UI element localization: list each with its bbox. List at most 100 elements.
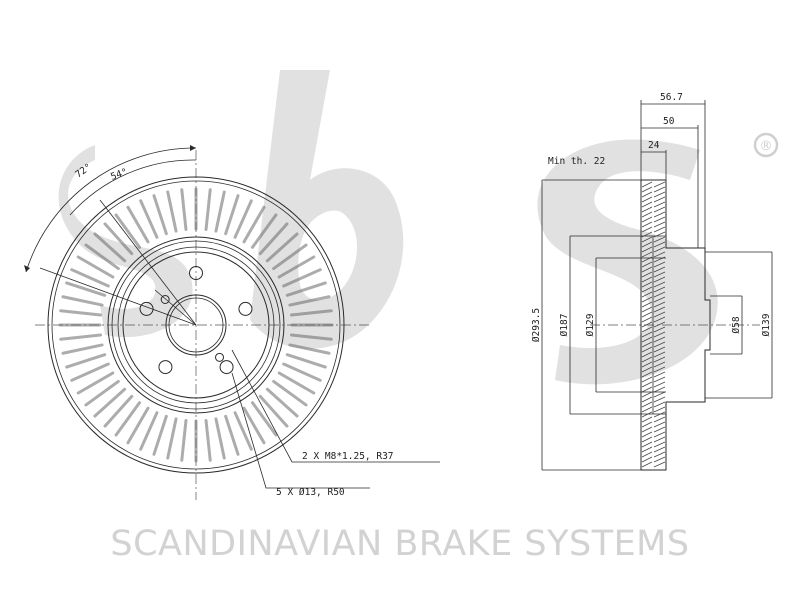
hatch-line xyxy=(653,381,666,388)
hatch-line xyxy=(641,286,653,293)
vent-slot xyxy=(282,268,322,288)
vent-slot xyxy=(265,387,299,418)
vent-slot xyxy=(250,213,278,249)
vent-slot xyxy=(126,205,150,244)
hatch-line xyxy=(641,311,653,318)
vent-slot xyxy=(282,362,322,382)
hatch-line xyxy=(653,401,666,408)
vent-slot xyxy=(233,411,253,451)
hatch-line xyxy=(653,461,666,468)
hatch-line xyxy=(653,321,666,328)
disc-outer-edge-inner xyxy=(51,180,341,470)
bolt-holes xyxy=(139,266,253,375)
bolt-hole xyxy=(158,360,173,375)
hatch-line xyxy=(641,316,653,323)
hatch-line xyxy=(641,366,653,373)
hatch-line xyxy=(641,371,653,378)
hatch-line xyxy=(641,376,653,383)
hatch-line xyxy=(653,241,666,248)
dim-label-24: 24 xyxy=(648,140,660,151)
hatch-line xyxy=(641,336,653,343)
hatch-line xyxy=(641,401,653,408)
hatch-line xyxy=(653,341,666,348)
hatch-line xyxy=(641,236,653,243)
hatch-line xyxy=(653,396,666,403)
hatch-line xyxy=(641,201,653,208)
hatch-line xyxy=(641,191,653,198)
vent-slot xyxy=(214,417,226,460)
hatch-line xyxy=(641,446,653,453)
vent-slot xyxy=(265,232,299,263)
vent-slot xyxy=(93,387,127,418)
hatch-line xyxy=(653,181,666,188)
hatch-line xyxy=(641,356,653,363)
hatch-line xyxy=(641,391,653,398)
hatch-line xyxy=(641,331,653,338)
hatch-line xyxy=(641,181,653,188)
hatch-line xyxy=(641,226,653,233)
registered-circle xyxy=(753,132,779,158)
hatch-line xyxy=(653,271,666,278)
hatch-line xyxy=(653,421,666,428)
hatch-line xyxy=(653,411,666,418)
vent-slot xyxy=(152,414,168,456)
hatch-line xyxy=(641,406,653,413)
vent-slot xyxy=(70,268,110,288)
thread-callout-leader xyxy=(231,349,440,463)
hatch-line xyxy=(653,436,666,443)
angle-arc-72 xyxy=(25,147,197,273)
hatch-line xyxy=(653,311,666,318)
bolt-hole xyxy=(219,360,234,375)
hatch-line xyxy=(653,206,666,213)
hatch-line xyxy=(653,211,666,218)
vent-slots xyxy=(58,187,334,463)
hatch-line xyxy=(653,366,666,373)
min-thickness-label: Min th. 22 xyxy=(548,156,605,167)
threaded-hole xyxy=(215,352,225,362)
disc-section-outline xyxy=(640,179,711,471)
hatch-line xyxy=(641,251,653,258)
hatch-line xyxy=(641,346,653,353)
hatch-line xyxy=(641,351,653,358)
company-name: SCANDINAVIAN BRAKE SYSTEMS xyxy=(110,524,689,564)
dim-label-56-7: 56.7 xyxy=(660,92,683,103)
vent-slot xyxy=(84,243,120,271)
vent-slot xyxy=(180,418,188,462)
vent-slot xyxy=(285,281,327,297)
hatch-line xyxy=(641,261,653,268)
vent-slot xyxy=(204,188,212,232)
vent-slot xyxy=(70,362,110,382)
hatch-line xyxy=(653,351,666,358)
bolt-hole-callout-text: 5 X Ø13, R50 xyxy=(276,487,345,498)
hatch-line xyxy=(641,296,653,303)
bolt-hole-callout-leader xyxy=(231,372,370,489)
hatch-line xyxy=(653,221,666,228)
hatch-line xyxy=(653,236,666,243)
angle-leader-72 xyxy=(39,267,197,326)
vent-slot xyxy=(288,343,331,355)
vent-slot xyxy=(166,190,178,233)
hatch-line xyxy=(641,211,653,218)
dia-label-58: Ø58 xyxy=(731,316,742,333)
thread-callout-text: 2 X M8*1.25, R37 xyxy=(302,451,394,462)
hatch-line xyxy=(641,271,653,278)
hatch-line xyxy=(653,456,666,463)
hatch-line xyxy=(653,316,666,323)
hatch-line xyxy=(653,426,666,433)
vent-slot xyxy=(242,406,266,445)
vent-slot xyxy=(76,255,115,279)
hub-ring-3 xyxy=(122,251,270,399)
vent-slot xyxy=(224,414,240,456)
hatch-line xyxy=(653,291,666,298)
hatch-line xyxy=(653,386,666,393)
vent-slot xyxy=(59,333,103,341)
vent-slot xyxy=(233,199,253,239)
vent-slot xyxy=(166,417,178,460)
hatch-line xyxy=(641,276,653,283)
dim-label-50: 50 xyxy=(663,116,675,127)
sbs-logo-watermark xyxy=(58,70,718,385)
hatch-line xyxy=(653,326,666,333)
hatch-line xyxy=(653,266,666,273)
hatch-line xyxy=(641,326,653,333)
